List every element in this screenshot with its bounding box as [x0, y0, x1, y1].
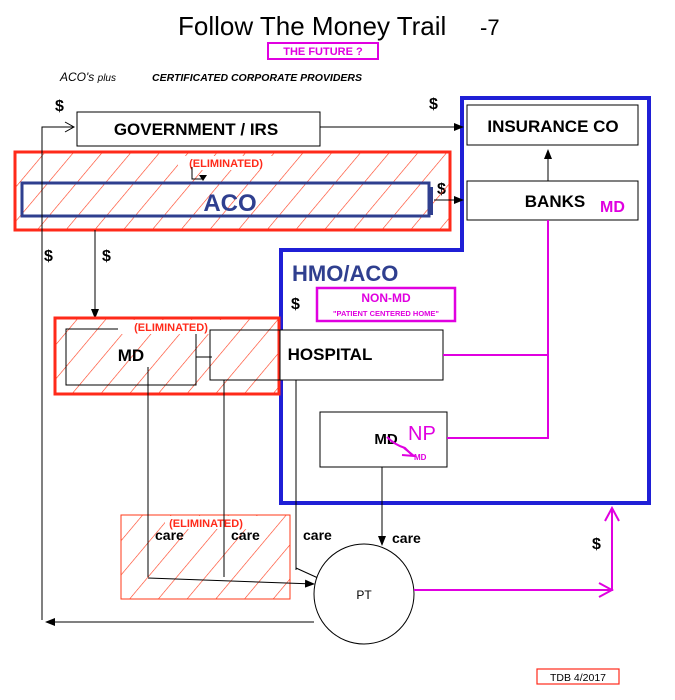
dollar-label: $ [429, 96, 438, 113]
care-label: care [155, 527, 184, 543]
footer-label: TDB 4/2017 [550, 672, 606, 684]
non-md-box [315, 286, 457, 323]
np-arrow-tip [401, 447, 418, 458]
hospital-box-left [209, 329, 280, 381]
care-to-pt-arrow [147, 577, 315, 588]
care-eliminated-bg [165, 516, 273, 529]
hmo-aco-boundary [279, 96, 651, 505]
np-label: NP [408, 423, 436, 445]
aco-connector [191, 167, 204, 180]
md-label: MD [118, 346, 144, 365]
banks-box [466, 180, 639, 221]
government-label: GOVERNMENT / IRS [114, 120, 278, 139]
dollar-label: $ [592, 536, 601, 553]
md-eliminated-label: (ELIMINATED) [134, 322, 208, 334]
insurance-label: INSURANCE CO [487, 117, 618, 136]
aco-eliminated-bg [178, 156, 274, 170]
footer-box [536, 668, 620, 685]
md-inner-box [319, 411, 448, 468]
patient-home-label: "PATIENT CENTERED HOME" [333, 309, 439, 318]
dollar-label: $ [55, 98, 64, 115]
care-label: care [392, 530, 421, 546]
hmo-aco-label: HMO/ACO [292, 261, 398, 286]
government-box [76, 111, 321, 147]
hospital-box [279, 329, 444, 381]
md-to-banks-line [447, 355, 549, 439]
np-md-label: MD [414, 453, 427, 462]
banks-label: BANKS [525, 192, 585, 211]
md-inner-label: MD [374, 431, 397, 448]
non-md-label: NON-MD [361, 291, 411, 305]
aco-label: ACO [203, 190, 256, 217]
hospital-label: HOSPITAL [288, 345, 373, 364]
dollar-label: $ [102, 248, 111, 265]
pt-circle [313, 543, 415, 645]
md-eliminated-bg [118, 320, 228, 334]
care-to-pt-arrow [295, 567, 319, 579]
subtitle: THE FUTURE ? [283, 46, 363, 58]
aco-box-edge [429, 187, 433, 215]
tagline-acos: ACO's plus [59, 70, 116, 84]
care-eliminated-label: (ELIMINATED) [169, 518, 243, 530]
care-label: care [303, 527, 332, 543]
dollar-label: $ [291, 296, 300, 313]
aco-eliminated-label: (ELIMINATED) [189, 158, 263, 170]
page-title-suffix: -7 [480, 15, 500, 40]
subtitle-box [267, 42, 379, 60]
banks-md-label: MD [600, 199, 625, 216]
pt-to-hmo-arrow [414, 508, 612, 591]
pt-label: PT [356, 588, 372, 602]
tagline-providers: CERTIFICATED CORPORATE PROVIDERS [152, 72, 362, 84]
dollar-label: $ [44, 248, 53, 265]
insurance-box [466, 104, 639, 146]
aco-connector-tip [199, 175, 207, 181]
hospital-to-banks-line [443, 220, 549, 356]
page-title: Follow The Money Trail [178, 11, 446, 41]
care-label: care [231, 527, 260, 543]
pt-to-gov-return-line [41, 121, 76, 620]
